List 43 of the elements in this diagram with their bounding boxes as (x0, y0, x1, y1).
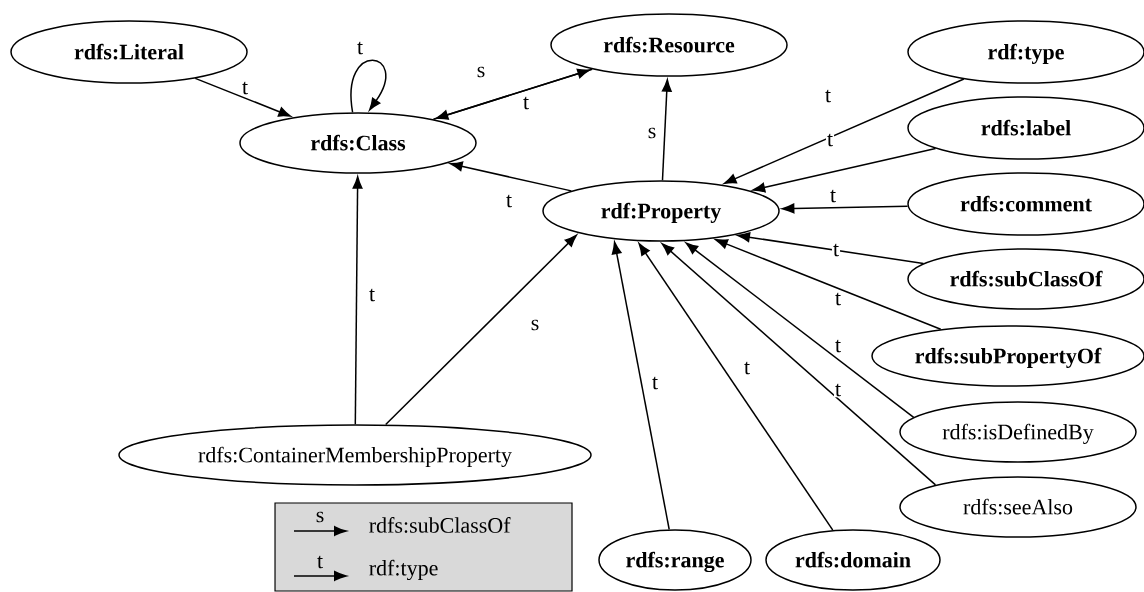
arrow (685, 242, 915, 419)
edge-label: t (833, 382, 843, 398)
arrow (752, 147, 937, 193)
edge-label: t (833, 291, 843, 307)
ellipse-node: rdfs:range (598, 529, 752, 591)
arrow (638, 243, 834, 531)
arrow (737, 232, 925, 265)
edge-label: t (833, 338, 843, 354)
edge-label: s (646, 126, 658, 140)
ellipse-node: rdfs:Class (239, 112, 477, 174)
edge-label: t (504, 193, 514, 209)
arrow (661, 79, 672, 181)
arrow (352, 176, 363, 425)
legend-text: rdf:type (369, 559, 438, 581)
edge-label: s (529, 318, 541, 332)
edge-label: t (823, 88, 833, 104)
arrow (715, 239, 942, 330)
ellipse-node: rdf:Property (542, 180, 780, 242)
arrow (661, 243, 937, 486)
ellipse-node: rdfs:seeAlso (899, 476, 1137, 538)
edge-label: t (367, 287, 377, 303)
ellipse-node: rdfs:ContainerMembershipProperty (118, 424, 592, 486)
arrow (194, 77, 291, 117)
arrow (723, 78, 965, 185)
arrow-label: t (317, 555, 323, 569)
edge-label: s (475, 65, 487, 79)
ellipse-node: rdfs:isDefinedBy (899, 401, 1137, 463)
arrow (384, 234, 577, 426)
arrow-label: s (316, 511, 324, 523)
edge-label: t (831, 242, 841, 258)
arrow (350, 59, 387, 114)
ellipse-node: rdfs:domain (765, 529, 941, 591)
edge-label: t (828, 188, 838, 204)
edge-label: t (650, 375, 660, 391)
ellipse-node: rdfs:Resource (550, 13, 788, 77)
arrow (450, 161, 572, 192)
edge-label: t (355, 40, 365, 56)
arrow (781, 203, 909, 214)
edge-label: t (742, 360, 752, 376)
edge-label: t (521, 95, 531, 111)
legend-text: rdfs:subClassOf (369, 517, 511, 533)
edge-label: t (825, 132, 835, 148)
arrow (611, 241, 670, 531)
